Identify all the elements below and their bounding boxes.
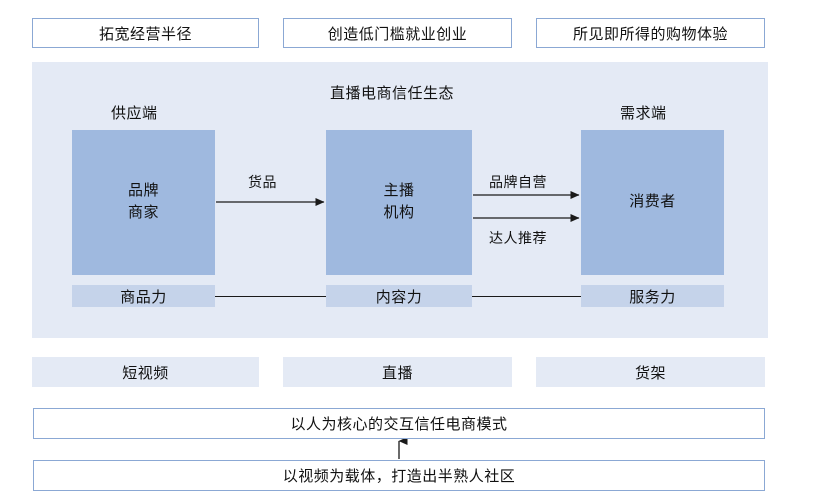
demand-side-label: 需求端 [620, 106, 667, 122]
node-line-1: 品牌 [127, 182, 159, 199]
capability-label: 内容力 [375, 289, 423, 306]
flow-label-brand-self-operation: 品牌自营 [489, 176, 547, 191]
top-box-wysiwyg-shopping: 所见即所得的购物体验 [536, 18, 765, 48]
capability-content-power: 内容力 [326, 285, 472, 307]
capability-label: 服务力 [629, 289, 676, 306]
bottom-box-people-centric-model: 以人为核心的交互信任电商模式 [33, 408, 765, 439]
connector-line-content-to-service [472, 296, 581, 297]
bottom-box-video-community: 以视频为载体，打造出半熟人社区 [33, 460, 765, 491]
top-box-label: 创造低门槛就业创业 [327, 26, 468, 43]
ecosystem-title: 直播电商信任生态 [330, 86, 455, 102]
top-box-label: 所见即所得的购物体验 [572, 26, 728, 43]
node-anchor-agency: 主播 机构 [326, 130, 472, 275]
bottom-box-label: 以人为核心的交互信任电商模式 [290, 417, 508, 433]
capability-service-power: 服务力 [581, 285, 724, 307]
supply-side-label: 供应端 [111, 106, 158, 122]
capability-label: 商品力 [120, 289, 167, 306]
top-box-expand-radius: 拓宽经营半径 [32, 18, 259, 48]
node-consumer: 消费者 [581, 130, 724, 275]
format-box-short-video: 短视频 [32, 357, 259, 387]
flow-label-goods: 货品 [248, 176, 277, 191]
flow-label-talent-recommendation: 达人推荐 [489, 232, 547, 247]
format-label: 货架 [634, 365, 666, 382]
node-line-1: 主播 [383, 182, 415, 199]
format-label: 直播 [381, 365, 413, 382]
connector-line-product-to-content [215, 296, 326, 297]
node-line-2: 机构 [383, 204, 415, 221]
node-line-2: 商家 [127, 204, 159, 221]
node-line-1: 消费者 [629, 193, 676, 210]
format-box-livestream: 直播 [283, 357, 512, 387]
top-box-low-barrier-employment: 创造低门槛就业创业 [283, 18, 512, 48]
node-brand-merchant: 品牌 商家 [72, 130, 215, 275]
format-box-shelf: 货架 [536, 357, 765, 387]
top-box-label: 拓宽经营半径 [98, 26, 192, 43]
capability-product-power: 商品力 [72, 285, 215, 307]
format-label: 短视频 [122, 365, 169, 382]
bottom-box-label: 以视频为载体，打造出半熟人社区 [282, 469, 516, 485]
